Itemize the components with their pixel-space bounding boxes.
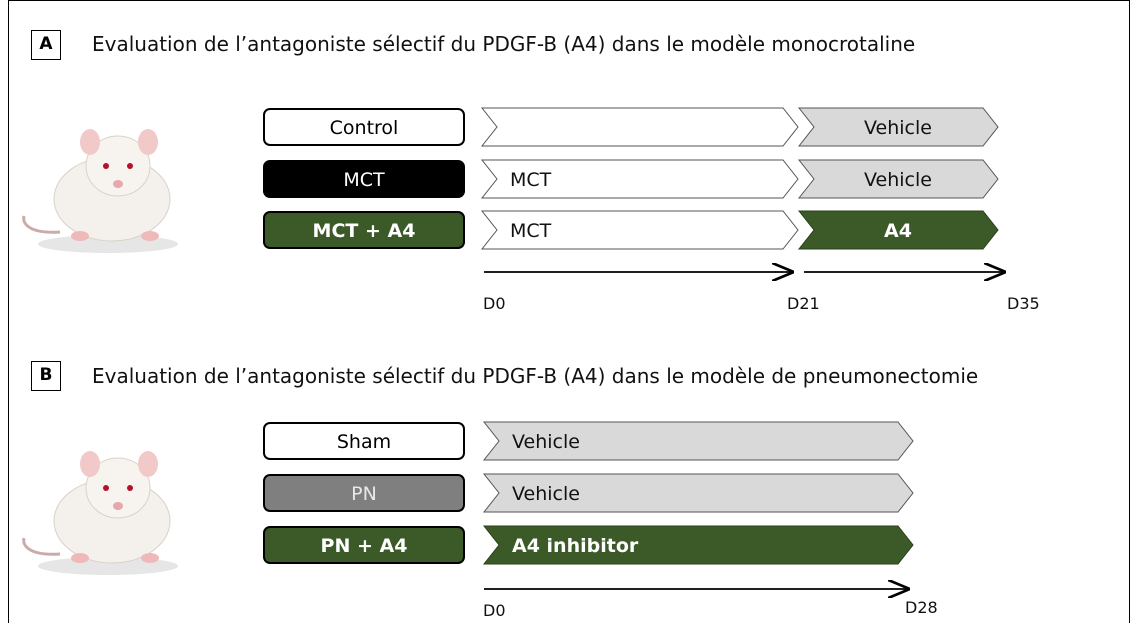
- group-pn: PN: [263, 474, 465, 512]
- pn-phase1-chevron: [482, 473, 914, 513]
- control-phase2-label: Vehicle: [864, 117, 932, 139]
- panel-a-title: Evaluation de l’antagoniste sélectif du …: [92, 32, 916, 56]
- panel-b-label: B: [31, 361, 61, 391]
- group-mct: MCT: [263, 160, 465, 198]
- control-phase2-chevron: [797, 107, 999, 147]
- group-control: Control: [263, 108, 465, 146]
- mct-phase1-chevron: [480, 159, 799, 199]
- figure-frame: [8, 0, 1130, 623]
- tick-b-d28: D28: [905, 598, 938, 617]
- pn-phase1-label: Vehicle: [512, 483, 580, 505]
- frame-top-rule: [8, 0, 1130, 1]
- rat-illustration-b: [22, 451, 178, 575]
- control-phase1-chevron: [480, 107, 799, 147]
- tick-a-d21: D21: [787, 294, 820, 313]
- group-pn-a4: PN + A4: [263, 526, 465, 564]
- tick-a-d35: D35: [1007, 294, 1040, 313]
- pn-a4-phase1-label: A4 inhibitor: [512, 535, 639, 557]
- group-sham: Sham: [263, 422, 465, 460]
- sham-phase1-label: Vehicle: [512, 431, 580, 453]
- sham-phase1-chevron: [482, 421, 914, 461]
- mct-phase2-chevron: [797, 159, 999, 199]
- tick-b-d0: D0: [483, 601, 506, 620]
- mct-a4-phase2-chevron: [797, 210, 999, 250]
- panel-a-label: A: [31, 30, 61, 60]
- tick-a-d0: D0: [483, 294, 506, 313]
- pn-a4-phase1-chevron: [482, 525, 914, 565]
- mct-a4-phase2-label: A4: [884, 220, 912, 242]
- panel-b-title: Evaluation de l’antagoniste sélectif du …: [92, 364, 979, 388]
- rat-illustration-a: [22, 129, 178, 253]
- mct-phase2-label: Vehicle: [864, 169, 932, 191]
- mct-a4-phase1-label: MCT: [510, 220, 552, 242]
- mct-a4-phase1-chevron: [480, 210, 799, 250]
- mct-phase1-label: MCT: [510, 169, 552, 191]
- group-mct-a4: MCT + A4: [263, 211, 465, 249]
